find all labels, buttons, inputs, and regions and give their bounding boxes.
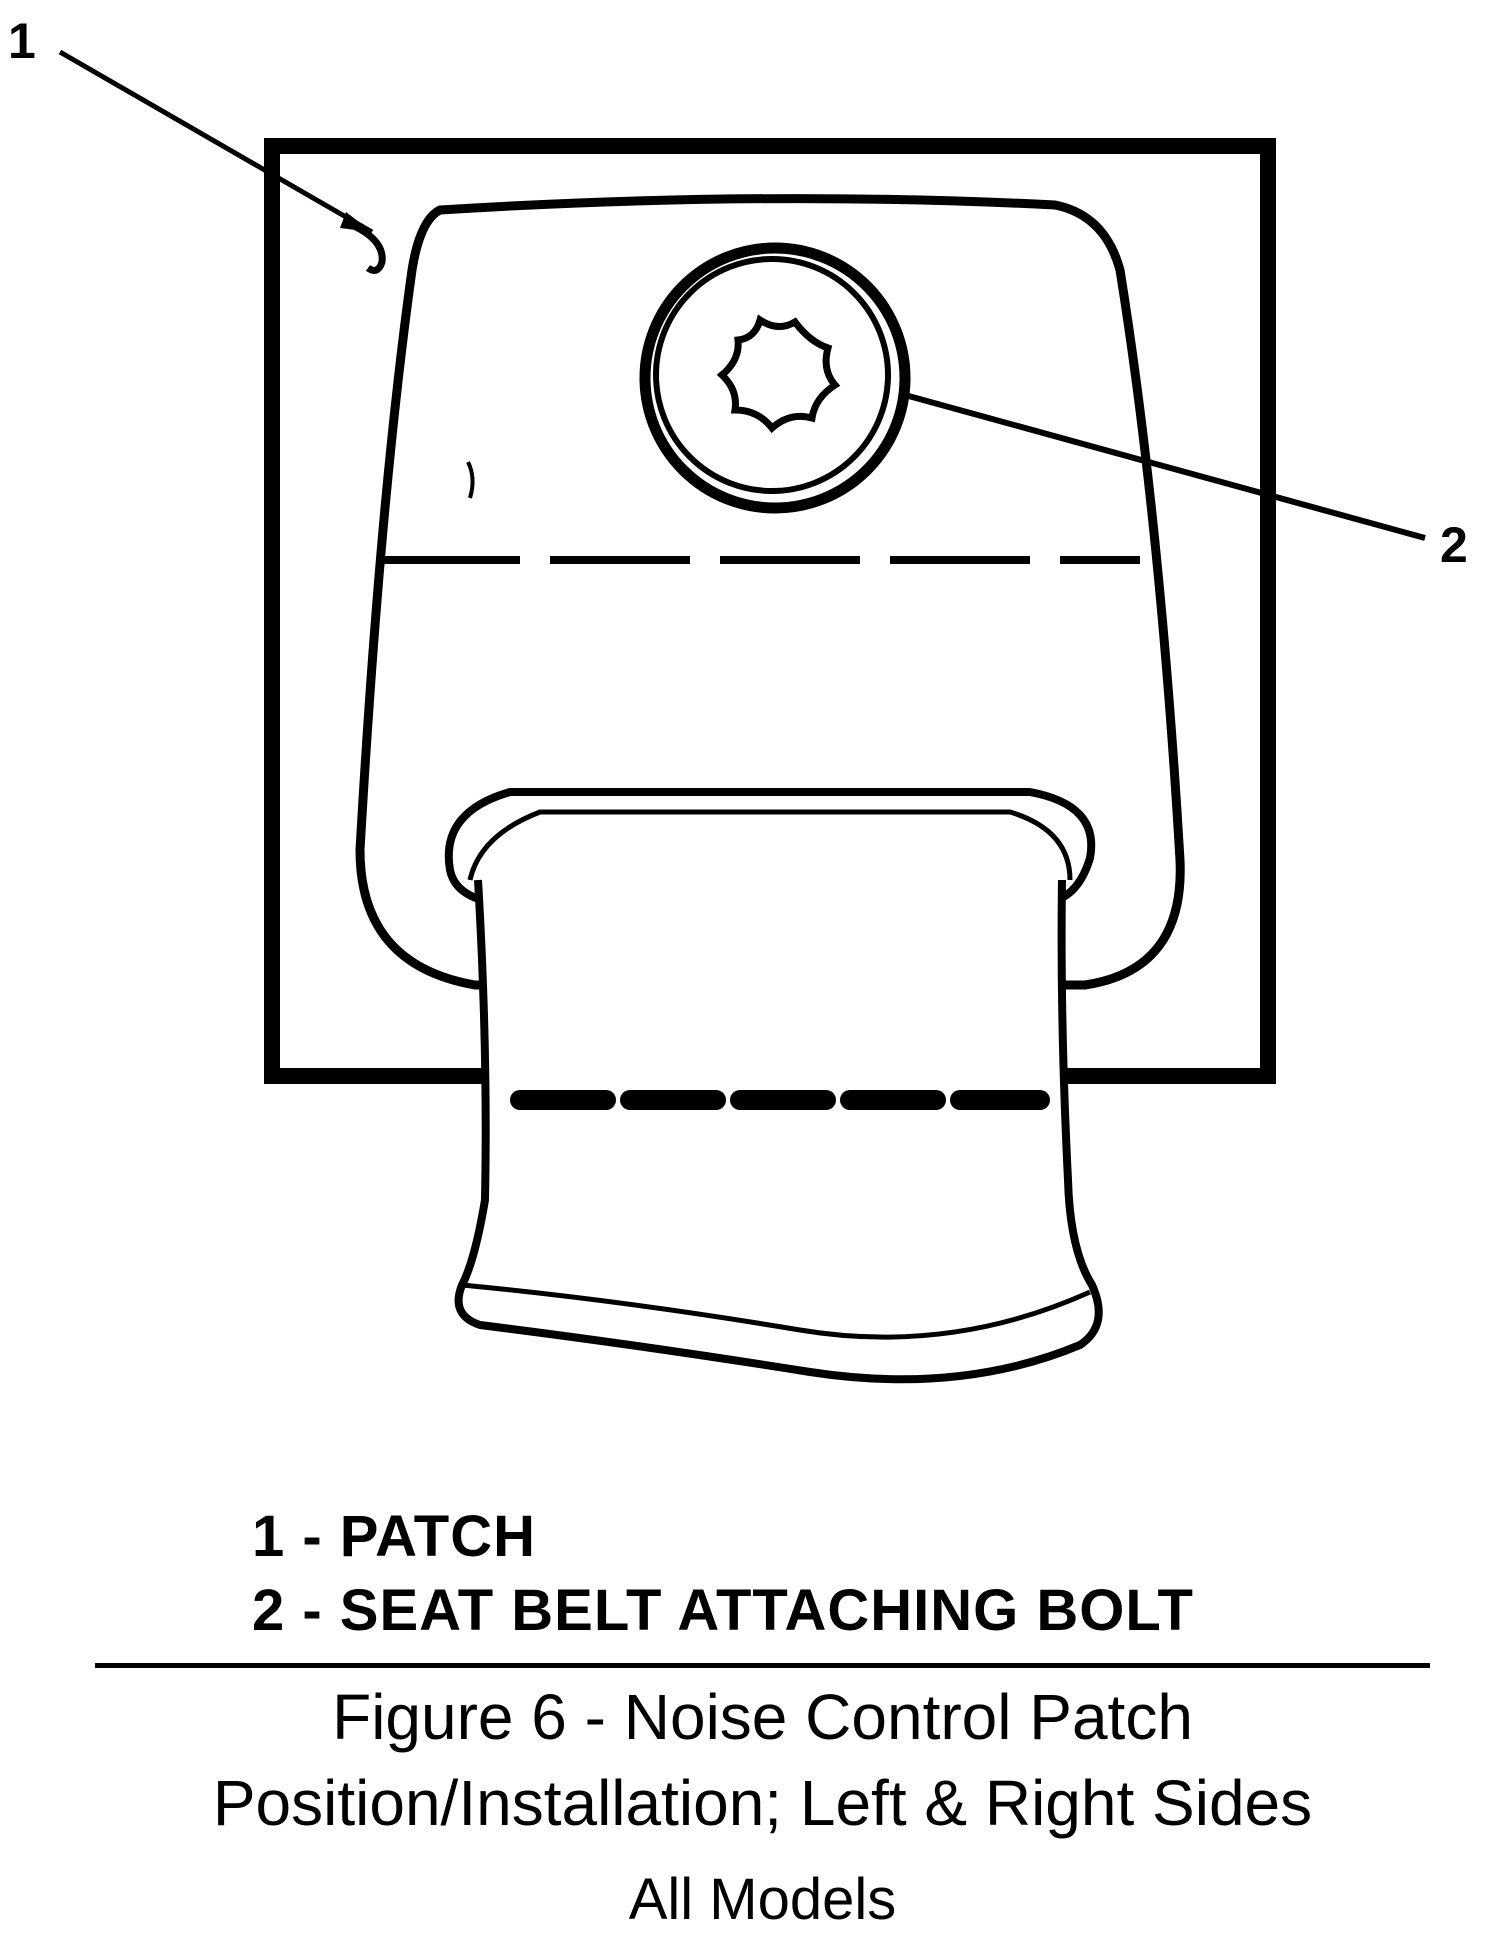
- leader-1-arrowhead: [340, 212, 372, 232]
- applicability-note: All Models: [628, 1867, 897, 1932]
- patch-edge-marker: [343, 218, 386, 274]
- caption-line-2: Position/Installation; Left & Right Side…: [212, 1767, 1313, 1839]
- bolt-torx-recess: [716, 314, 841, 434]
- figure-caption: Figure 6 - Noise Control Patch Position/…: [95, 1674, 1430, 1846]
- caption-divider: [95, 1663, 1430, 1668]
- plate-tick-mark: [466, 461, 475, 499]
- leader-line-2: [904, 392, 1426, 541]
- leader-line-1: [58, 49, 374, 235]
- bolt-inner-ring: [653, 256, 891, 494]
- callout-number-2: 2: [1440, 517, 1468, 573]
- seat-belt-webbing: [454, 879, 1103, 1384]
- legend-item-patch: 1 - PATCH: [252, 1504, 536, 1569]
- anchor-plate: [355, 194, 1185, 990]
- legend-item-seat-belt-bolt: 2 - SEAT BELT ATTACHING BOLT: [252, 1578, 1194, 1643]
- callout-number-1: 1: [8, 13, 36, 69]
- belt-slot-inner: [467, 809, 1073, 881]
- bolt-outer-ring: [639, 242, 911, 514]
- legend: 1 - PATCH 2 - SEAT BELT ATTACHING BOLT: [252, 1500, 1194, 1648]
- seat-belt-end-fold: [461, 1282, 1092, 1340]
- caption-line-1: Figure 6 - Noise Control Patch: [332, 1681, 1193, 1753]
